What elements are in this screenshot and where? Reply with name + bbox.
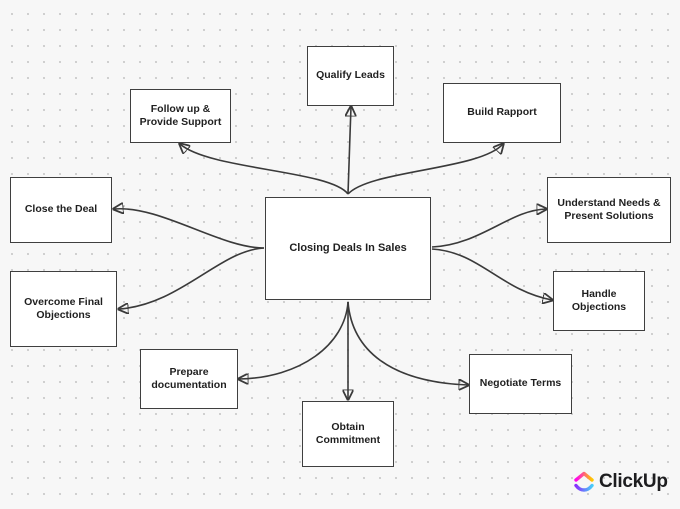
connector-understand-needs: [431, 209, 546, 248]
connector-negotiate-terms: [347, 301, 468, 385]
connector-follow-up: [180, 144, 349, 195]
node-obtain-commitment[interactable]: Obtain Commitment: [302, 401, 394, 467]
node-overcome-objections[interactable]: Overcome Final Objections: [10, 271, 117, 347]
node-handle-objections[interactable]: Handle Objections: [553, 271, 645, 331]
connector-overcome-objections: [119, 247, 265, 309]
connector-close-deal: [114, 209, 265, 249]
node-prepare-documentation[interactable]: Prepare documentation: [140, 349, 238, 409]
clickup-logo: ClickUp: [573, 470, 668, 494]
connector-prepare-documentation: [239, 301, 349, 379]
node-qualify-leads[interactable]: Qualify Leads: [307, 46, 394, 106]
clickup-logo-icon: [574, 471, 594, 492]
clickup-logo-text: ClickUp: [599, 471, 668, 492]
node-close-deal[interactable]: Close the Deal: [10, 177, 112, 243]
node-build-rapport[interactable]: Build Rapport: [443, 83, 561, 143]
connector-build-rapport: [347, 144, 503, 195]
connector-handle-objections: [431, 248, 552, 300]
node-understand-needs[interactable]: Understand Needs & Present Solutions: [547, 177, 671, 243]
central-node[interactable]: Closing Deals In Sales: [265, 197, 431, 300]
node-negotiate-terms[interactable]: Negotiate Terms: [469, 354, 572, 414]
connector-qualify-leads: [348, 107, 351, 195]
node-follow-up[interactable]: Follow up & Provide Support: [130, 89, 231, 143]
